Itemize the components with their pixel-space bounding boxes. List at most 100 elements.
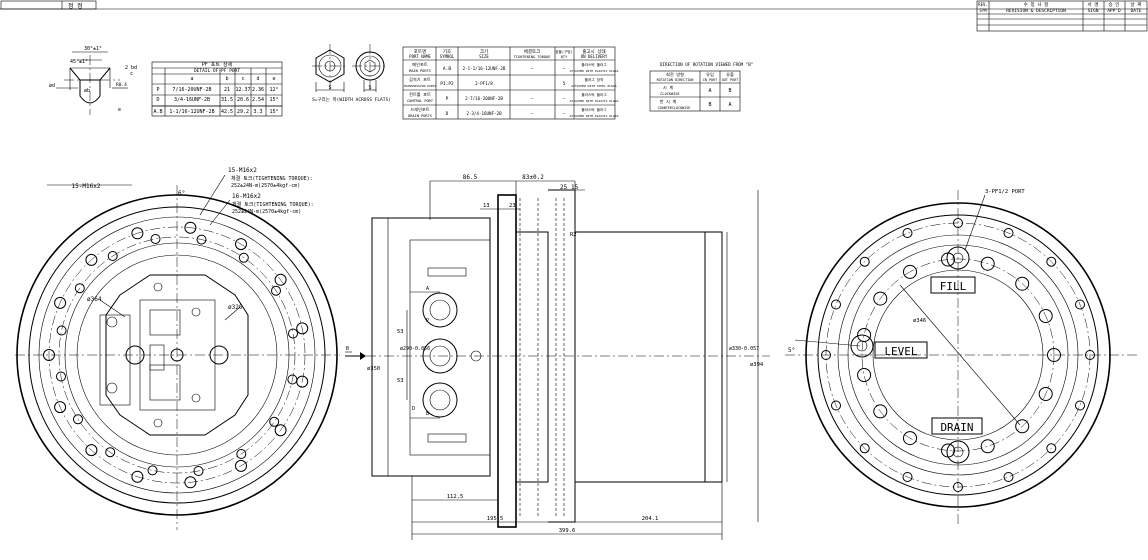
pt-h3-kr: 체결토크 (524, 48, 541, 55)
front-bolt-hole (238, 252, 249, 263)
rot-h2-kr: 유출 (726, 71, 734, 78)
front-bolt-hole (107, 251, 118, 261)
rear-view: FILL LEVEL DRAIN 3-PF1/2 PORT ø346 5° (785, 189, 1140, 525)
side-dim-86: 86.5 (463, 174, 478, 181)
side-dim-350: ø350 (367, 366, 380, 372)
rot-r1-out: A (728, 102, 731, 108)
front-dia-outer: ø364 (87, 296, 102, 303)
rear-bolt-circle-outer (821, 218, 1095, 492)
front-bolt-hole (73, 414, 83, 425)
front-bolt-hole (54, 401, 67, 414)
side-port-a (422, 292, 458, 328)
front-torque-a-kr: 체결 토크(TIGHTENING TORQUE): (231, 175, 313, 182)
side-dim-204: 204.1 (642, 516, 659, 522)
rot-h1-en: IN PORT (703, 78, 717, 82)
rear-port-note: 3-PF1/2 PORT (985, 189, 1025, 195)
front-bolt-hole (288, 328, 298, 339)
pt-r2-kr: 컨트롤 포트 (409, 91, 431, 97)
pd-r1-c4: 2.54 (252, 97, 264, 103)
pt-r1-den: ATTACHED WITH STEEL PLUGS (571, 84, 616, 88)
plug-icons: S S S=구리는 폭(WIDTH ACROSS FLATS) (312, 44, 391, 103)
pd-r2-c0: A.B (153, 109, 162, 115)
rear-bolt-hole (953, 218, 963, 228)
pt-r1-sym: P1.P2 (440, 81, 454, 87)
rev-h2-top: 서 명 (1088, 1, 1099, 8)
front-bolt-hole (85, 444, 98, 457)
pt-r3-torque: — (531, 112, 534, 117)
side-flange-ring (497, 194, 517, 528)
rear-bolt-hole (941, 443, 955, 458)
pt-r0-size: 2-1-1/16-12UNF-2B (463, 66, 506, 71)
pt-row-drain: 드레인포트 DRAIN PORTS D 2-3/4-16UNF-2B — — 플… (408, 106, 618, 118)
pd-row-d: D 3/4-16UNF-2B 31.5 20.6 2.54 15° (156, 97, 278, 103)
pt-row-main: 메인포트 MAIN PORTS A.B 2-1-1/16-12UNF-2B — … (409, 61, 618, 73)
view-arrow-label: B (346, 346, 349, 352)
front-bolt-hole (193, 466, 204, 476)
pd-r0-c4: 2.36 (252, 87, 264, 93)
rev-h3-bottom: APP'D (1107, 8, 1121, 14)
pt-row-control: 컨트롤 포트 CONTROL PORT P 2-7/16-20UNF-2B — … (407, 91, 619, 103)
pd-col-a: a (190, 76, 193, 82)
port-detail-sketch: 30°±1° 45°±1° ød øb R0.4 2 bd c e (49, 46, 137, 115)
rear-bolt-hole (1046, 443, 1057, 454)
rear-bolt-hole (1038, 387, 1053, 401)
plug-caption: S=구리는 폭(WIDTH ACROSS FLATS) (312, 96, 391, 103)
rot-r1-en: COUNTERCLOCKWISE (658, 106, 691, 110)
rear-bolt-hole (1085, 350, 1095, 360)
rear-bolt-hole (831, 299, 841, 310)
pd-chamfer: 45°±1° (70, 59, 88, 65)
front-bolt-hole (74, 283, 85, 294)
pt-r0-kr: 메인포트 (412, 61, 428, 68)
rear-bolt-hole (859, 443, 870, 454)
pt-r3-size: 2-3/4-16UNF-2B (466, 111, 502, 116)
side-dim-83: 83±0.2 (522, 174, 544, 181)
pt-r2-dkr: 플라스틱 플러그 (581, 92, 607, 97)
rot-h0-kr: 회전 방향 (666, 71, 684, 78)
rotation-table: DIRECTION OF ROTATION VIEWED FROM "B" 회전… (649, 62, 753, 112)
rear-bolt-hole (902, 472, 913, 482)
front-bolt-hole (54, 296, 67, 309)
hex-plug-icon: S (312, 44, 348, 92)
pd-e: e (118, 107, 121, 113)
pd-r2-c4: 3.3 (253, 109, 262, 115)
pt-r1-kr: 감속기 포트 (409, 76, 431, 83)
rear-bolt-hole (821, 350, 831, 360)
pd-row-ab: A.B 1-1/16-12UNF-2B 42.5 29.2 3.3 15° (151, 105, 283, 117)
front-bolt-hole (105, 447, 116, 458)
rear-bolt-hole (1003, 472, 1014, 482)
rot-r1-in: B (708, 102, 711, 108)
front-bolt-circle-outer (43, 221, 309, 489)
drain-label-box (931, 417, 983, 435)
pt-h5-kr: 출고시 상태 (582, 48, 605, 55)
pd-title-kr: PF 포트 상세 (202, 61, 233, 68)
front-bolt-hole (184, 476, 197, 489)
front-bolt-hole (274, 273, 287, 286)
pd-r2-c1: 1-1/16-12UNF-2B (169, 109, 214, 115)
pd-r0-c1: 7/16-20UNF-2B (172, 87, 211, 93)
side-dim-23: 23 (509, 203, 516, 209)
front-dia-inner: ø320 (228, 304, 243, 311)
pd-angle: 30°±1° (84, 46, 102, 52)
pt-r3-kr: 드레인포트 (410, 106, 429, 113)
pt-r3-den: ATTACHED WITH PLASTIC PLUGS (570, 114, 619, 118)
side-dim-195: 195.5 (487, 516, 504, 522)
front-bolt-hole (287, 374, 298, 385)
side-dim-53b: 53 (397, 378, 404, 384)
front-bolt-hole (271, 285, 281, 296)
rear-bolt-hole (903, 431, 917, 446)
front-bolt-hole (85, 253, 98, 266)
level-label-box (874, 341, 928, 359)
pd-r0-c2: 21 (224, 87, 230, 93)
pd-title-en: DETAIL OF PF PORT (194, 68, 240, 74)
front-bolt-hole (131, 227, 144, 240)
rear-bolt-hole (1075, 400, 1085, 411)
front-bolt-hole (43, 349, 55, 361)
pd-r0-c0: P (156, 87, 159, 93)
side-dim-330: ø330-0.057 (729, 346, 759, 352)
front-view: 15-M16x2 15-M16x2 체결 토크(TIGHTENING TORQU… (15, 167, 340, 530)
side-view: A B P D 53 53 86.5 83±0.2 25 15 13 23 R2… (366, 174, 770, 540)
pt-r3-dkr: 플라스틱 플러그 (581, 107, 607, 112)
rear-bolt-hole (1075, 299, 1085, 310)
pd-r1-c1: 3/4-16UNF-2B (174, 97, 210, 103)
